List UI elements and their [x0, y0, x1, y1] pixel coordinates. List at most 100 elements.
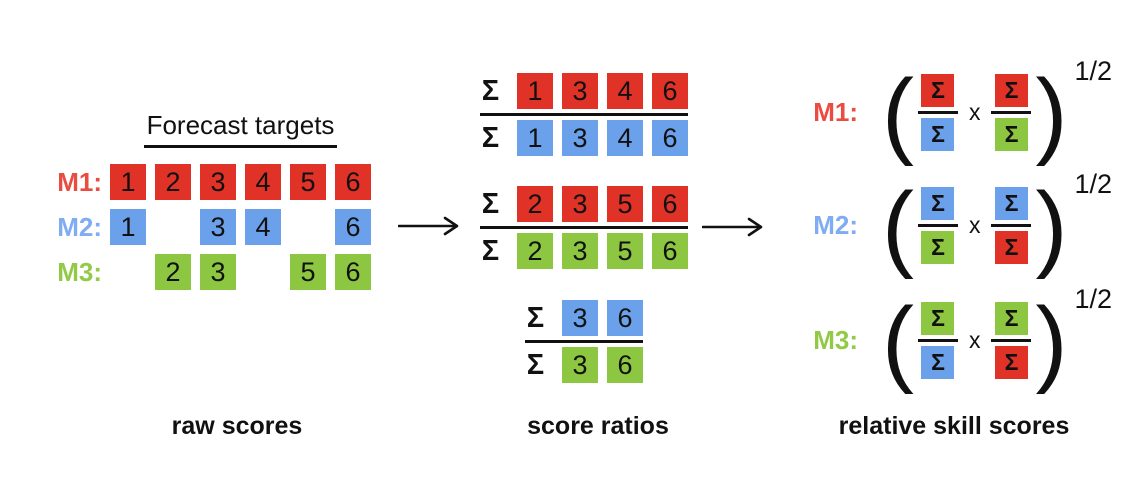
score-box: 5: [290, 164, 326, 200]
score-box: 1: [517, 73, 553, 109]
score-box: 5: [607, 233, 643, 269]
score-box: 1: [110, 209, 146, 245]
sigma-box: Σ: [994, 301, 1028, 335]
score-box: 6: [335, 209, 371, 245]
score-box: 5: [607, 186, 643, 222]
sigma-box: Σ: [994, 230, 1028, 264]
right-arrow-icon: [397, 216, 462, 236]
sigma-fraction: Σ Σ: [991, 301, 1032, 379]
score-box: 6: [652, 120, 688, 156]
m1-cells: 1 2 3 4 5 6: [110, 164, 371, 200]
fraction-line: [991, 338, 1032, 342]
sigma-box: Σ: [994, 186, 1028, 220]
forecast-targets-heading: Forecast targets: [143, 110, 338, 148]
fraction-line: [917, 223, 958, 227]
caption-raw-scores: raw scores: [171, 412, 303, 440]
score-box: 6: [652, 186, 688, 222]
score-box: 6: [607, 300, 643, 336]
sigma-fraction: Σ Σ: [917, 186, 958, 264]
score-box: 6: [652, 73, 688, 109]
score-ratio-m1-m3: Σ 2 3 5 6 Σ 2 3 5 6: [480, 186, 688, 269]
sigma-box: Σ: [921, 186, 955, 220]
score-box: 3: [562, 300, 598, 336]
fraction-line: [991, 110, 1032, 114]
m3-cells: 2 3 5 6: [110, 254, 371, 290]
open-paren: (: [882, 173, 914, 280]
close-paren: ): [1035, 60, 1068, 167]
sigma-box: Σ: [921, 117, 955, 151]
empty-slot: [245, 254, 281, 290]
multiply-sign: x: [968, 98, 981, 125]
forecast-targets-heading-wrap: Forecast targets: [110, 110, 371, 148]
score-box: 3: [200, 254, 236, 290]
score-box: 6: [607, 347, 643, 383]
sigma-box: Σ: [994, 345, 1028, 379]
empty-slot: [290, 209, 326, 245]
sigma-box: Σ: [921, 345, 955, 379]
skill-formula-m2: M2: ( Σ Σ x Σ Σ ) 1/2: [790, 169, 1112, 280]
score-box: 3: [200, 164, 236, 200]
score-box: 6: [335, 254, 371, 290]
fraction-line: [480, 113, 688, 116]
model-label-m3: M3:: [57, 256, 102, 287]
score-box: 4: [245, 209, 281, 245]
sigma-fraction: Σ Σ: [991, 73, 1032, 151]
caption-relative-skill-scores: relative skill scores: [838, 412, 1070, 440]
score-box: 6: [652, 233, 688, 269]
score-box: 3: [562, 73, 598, 109]
ratio-denominator: Σ 2 3 5 6: [480, 233, 688, 269]
ratio-numerator: Σ 3 6: [525, 300, 643, 336]
fraction-line: [525, 340, 643, 343]
score-box: 3: [562, 347, 598, 383]
sigma-fraction: Σ Σ: [991, 186, 1032, 264]
fraction-line: [917, 338, 958, 342]
open-paren: (: [882, 60, 914, 167]
sigma-symbol: Σ: [481, 122, 500, 154]
score-box: 2: [155, 254, 191, 290]
score-box: 2: [517, 186, 553, 222]
right-arrow-icon: [701, 217, 766, 237]
score-box: 3: [562, 233, 598, 269]
skill-formula-m1: M1: ( Σ Σ x Σ Σ ) 1/2: [790, 56, 1112, 167]
model-label-m1: M1:: [813, 96, 858, 127]
ratio-denominator: Σ 1 3 4 6: [480, 120, 688, 156]
multiply-sign: x: [968, 326, 981, 353]
exponent: 1/2: [1074, 169, 1112, 199]
sigma-box: Σ: [994, 73, 1028, 107]
score-box: 3: [562, 186, 598, 222]
exponent: 1/2: [1074, 284, 1112, 314]
raw-scores-panel: Forecast targets M1: 1 2 3 4 5 6 M2: 1 3…: [40, 110, 380, 290]
close-paren: ): [1035, 288, 1068, 395]
sigma-symbol: Σ: [526, 349, 545, 381]
score-box: 2: [155, 164, 191, 200]
ratio-numerator: Σ 1 3 4 6: [480, 73, 688, 109]
model-label-m3: M3:: [813, 324, 858, 355]
sigma-symbol: Σ: [526, 302, 545, 334]
caption-score-ratios: score ratios: [527, 412, 669, 440]
sigma-box: Σ: [921, 73, 955, 107]
score-box: 3: [200, 209, 236, 245]
fraction-line: [480, 226, 688, 229]
model-label-m1: M1:: [57, 166, 102, 197]
raw-scores-row-m3: M3: 2 3 5 6: [40, 254, 380, 290]
empty-slot: [110, 254, 146, 290]
score-box: 4: [245, 164, 281, 200]
ratio-denominator: Σ 3 6: [525, 347, 643, 383]
model-label-m2: M2:: [813, 209, 858, 240]
empty-slot: [155, 209, 191, 245]
sigma-symbol: Σ: [481, 75, 500, 107]
score-ratio-m1-m2: Σ 1 3 4 6 Σ 1 3 4 6: [480, 73, 688, 156]
score-box: 1: [110, 164, 146, 200]
close-paren: ): [1035, 173, 1068, 280]
score-box: 4: [607, 120, 643, 156]
skill-formula-m3: M3: ( Σ Σ x Σ Σ ) 1/2: [790, 284, 1112, 395]
score-box: 5: [290, 254, 326, 290]
sigma-box: Σ: [921, 230, 955, 264]
score-ratios-panel: Σ 1 3 4 6 Σ 1 3 4 6 Σ: [480, 73, 688, 383]
score-ratio-m2-m3: Σ 3 6 Σ 3 6: [525, 300, 643, 383]
score-box: 2: [517, 233, 553, 269]
sigma-box: Σ: [994, 117, 1028, 151]
score-box: 3: [562, 120, 598, 156]
score-box: 4: [607, 73, 643, 109]
